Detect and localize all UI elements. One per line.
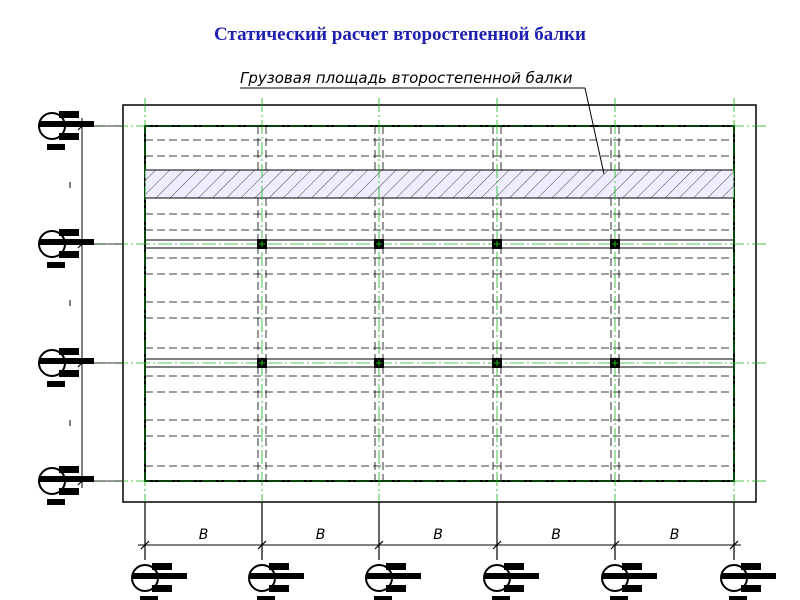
axis-markers-bottom [131,563,776,600]
axis-marker-row [38,466,94,505]
span-label: B [670,527,680,543]
axis-marker-column [248,563,304,600]
axis-marker-row [38,111,94,150]
axis-marker-column [720,563,776,600]
vertical-dimension-chain [69,118,123,488]
axis-marker-row [38,229,94,268]
span-label: B [199,527,209,543]
outer-slab-frame [122,104,757,503]
callout-leader [584,87,605,175]
axis-marker-column [131,563,187,600]
axis-marker-column [483,563,539,600]
span-label: B [316,527,326,543]
axis-marker-row [38,348,94,387]
grid-axis-lines [92,98,766,560]
axis-markers-left [38,111,94,505]
columns [257,239,620,368]
span-label: B [433,527,443,543]
axis-marker-column [601,563,657,600]
page-title: Статический расчет второстепенной балки [214,24,586,45]
span-label: B [551,527,561,543]
load-area-hatch-lines [145,170,734,198]
main-beams [145,126,734,481]
callout-label: Грузовая площадь второстепенной балки [240,69,573,87]
axis-marker-column [365,563,421,600]
